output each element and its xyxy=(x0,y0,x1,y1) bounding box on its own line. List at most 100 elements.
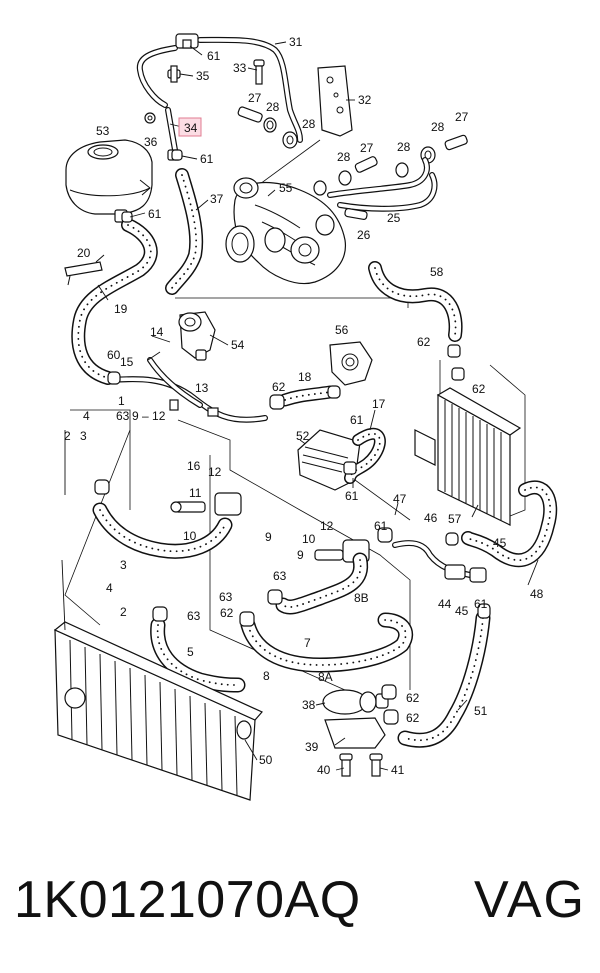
callout-label: 20 xyxy=(77,246,91,260)
bolt-35 xyxy=(167,65,181,83)
callout-label: 9 – 12 xyxy=(132,409,166,423)
callout-label: 2 xyxy=(64,429,71,443)
coolant-pipe-43 xyxy=(392,540,487,583)
connector-group-10-11 xyxy=(170,492,370,563)
callout-label: 62 xyxy=(472,382,486,396)
cable-tie-20 xyxy=(64,254,105,286)
callout-label: 62 xyxy=(406,691,420,705)
callout-label: 48 xyxy=(530,587,544,601)
coolant-pipe-25 xyxy=(327,157,438,220)
hose-8 xyxy=(240,612,414,673)
highlight-box-34 xyxy=(178,117,202,137)
callout-label: 1 xyxy=(118,394,125,408)
callout-label: 63 xyxy=(273,569,287,583)
callout-label: 19 xyxy=(114,302,128,316)
callout-label: 9 xyxy=(265,530,272,544)
callout-label: 18 xyxy=(298,370,312,384)
callout-label: 63 xyxy=(187,609,201,623)
callout-label: 47 xyxy=(393,492,407,506)
callout-label: 12 xyxy=(208,465,222,479)
hose-58 xyxy=(368,261,463,342)
callout-label: 11 xyxy=(189,486,202,500)
callout-label: 45 xyxy=(455,604,469,618)
callout-label: 12 xyxy=(320,519,334,533)
coolant-system-exploded-diagram: 31 61 33 35 32 27 28 28 34 53 36 61 37 2… xyxy=(53,33,558,801)
callout-label: 5 xyxy=(187,645,194,659)
callout-label: 61 xyxy=(148,207,162,221)
callout-label: 27 xyxy=(360,141,374,155)
callout-label: 62 xyxy=(220,606,234,620)
hose-clamps xyxy=(94,149,491,627)
hose-7 xyxy=(275,552,369,615)
bracket-32 xyxy=(317,65,353,137)
callout-label: 28 xyxy=(337,150,351,164)
breather-pipe xyxy=(136,33,303,143)
callout-label: 35 xyxy=(196,69,210,83)
radiator-50 xyxy=(53,621,263,801)
callout-label: 10 xyxy=(302,532,316,546)
callout-label: 61 xyxy=(345,489,359,503)
callout-label: 61 xyxy=(350,413,364,427)
callout-label: 8A xyxy=(318,670,333,684)
callout-label: 3 xyxy=(120,558,127,572)
callout-label: 7 xyxy=(304,636,311,650)
clamps-near-pump xyxy=(381,684,399,725)
callout-label: 27 xyxy=(248,91,262,105)
callout-label: 50 xyxy=(259,753,273,767)
callout-label: 28 xyxy=(397,140,411,154)
coolant-pipe-13 xyxy=(109,357,268,423)
intercooler-57 xyxy=(414,344,522,526)
callout-label: 4 xyxy=(106,581,113,595)
intercooler-fins xyxy=(444,400,502,521)
callout-label: 28 xyxy=(302,117,316,131)
part-number-text: 1K0121070AQ xyxy=(14,871,361,929)
callout-label: 2 xyxy=(120,605,127,619)
brand-text: VAG xyxy=(474,871,586,929)
callout-label: 38 xyxy=(302,698,316,712)
callout-label: 8 xyxy=(263,669,270,683)
callout-label: 25 xyxy=(387,211,401,225)
banjo-bolts-upper xyxy=(237,106,468,196)
callout-label: 13 xyxy=(195,381,209,395)
callout-label: 41 xyxy=(391,763,405,777)
clip-36 xyxy=(144,112,156,124)
flange-56 xyxy=(329,341,373,386)
callout-label: 45 xyxy=(493,536,507,550)
callout-label: 17 xyxy=(372,397,386,411)
callout-label: 4 xyxy=(83,409,90,423)
footer: 1K0121070AQ VAG xyxy=(0,855,600,945)
callout-highlighted-label: 34 xyxy=(184,121,198,135)
callout-label: 9 xyxy=(297,548,304,562)
callout-label: 63 xyxy=(219,590,233,604)
callout-label: 26 xyxy=(357,228,371,242)
callout-label: 36 xyxy=(144,135,158,149)
callout-label: 62 xyxy=(417,335,431,349)
callout-label: 28 xyxy=(431,120,445,134)
callout-label: 62 xyxy=(406,711,420,725)
callout-label: 56 xyxy=(335,323,349,337)
hose-18 xyxy=(269,385,341,410)
hose-51 xyxy=(397,610,491,748)
callout-label: 62 xyxy=(272,380,286,394)
callout-label: 51 xyxy=(474,704,488,718)
callout-label: 46 xyxy=(424,511,438,525)
callout-labels: 31 61 33 35 32 27 28 28 34 53 36 61 37 2… xyxy=(64,35,544,777)
hose-37 xyxy=(165,168,204,295)
thermostat-housing-54 xyxy=(178,311,216,361)
callout-label: 54 xyxy=(231,338,245,352)
callout-label: 58 xyxy=(430,265,444,279)
callout-label: 33 xyxy=(233,61,247,75)
callout-label: 52 xyxy=(296,429,310,443)
callout-label: 14 xyxy=(150,325,164,339)
callout-label: 37 xyxy=(210,192,224,206)
expansion-tank-53 xyxy=(65,139,153,223)
hose-9-12 xyxy=(92,502,233,559)
callout-label: 61 xyxy=(200,152,214,166)
hose-5 xyxy=(150,617,246,693)
callout-label: 60 xyxy=(107,348,121,362)
hose-48 xyxy=(461,480,558,568)
callout-label: 44 xyxy=(438,597,452,611)
leader-lines xyxy=(61,41,539,771)
callout-label: 39 xyxy=(305,740,319,754)
callout-label: 63 xyxy=(116,409,130,423)
